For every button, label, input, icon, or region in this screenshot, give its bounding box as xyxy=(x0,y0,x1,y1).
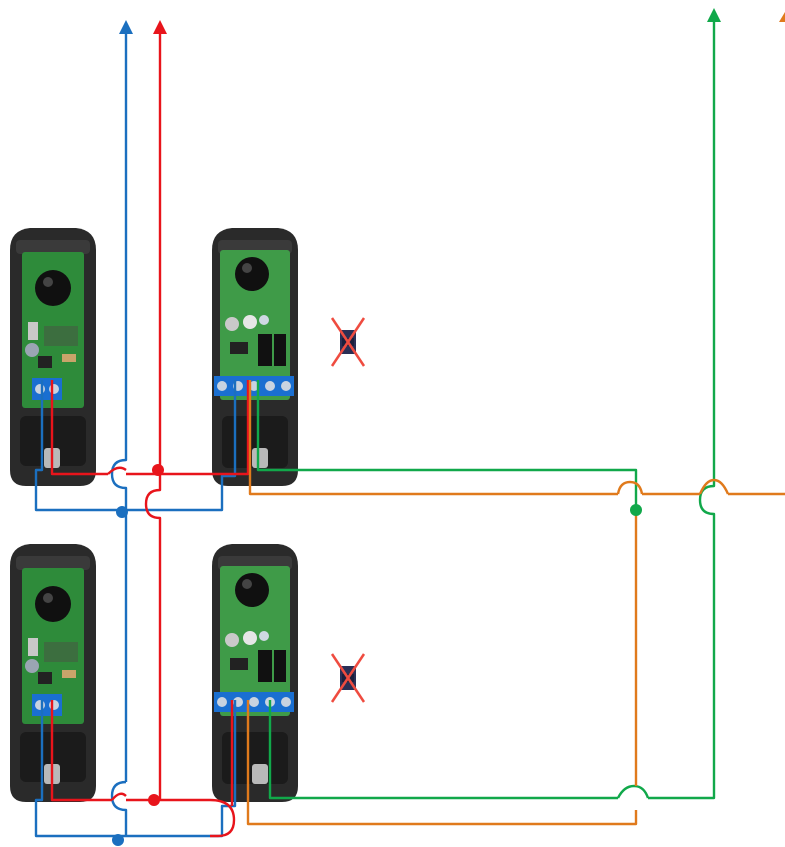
jumper-removed-top xyxy=(330,316,366,368)
arrow-blue-up xyxy=(119,20,133,34)
blue-wire xyxy=(34,30,237,838)
red-wire xyxy=(50,30,250,838)
jumper-removed-bottom xyxy=(330,652,366,704)
receiver-bottom xyxy=(212,544,298,802)
orange-wire xyxy=(246,380,785,826)
green-wire xyxy=(256,18,716,800)
receiver-top xyxy=(212,228,298,486)
arrow-red-up xyxy=(153,20,167,34)
junction-dots xyxy=(112,464,642,846)
arrow-orange-up xyxy=(779,12,785,22)
arrow-green-up xyxy=(707,8,721,22)
